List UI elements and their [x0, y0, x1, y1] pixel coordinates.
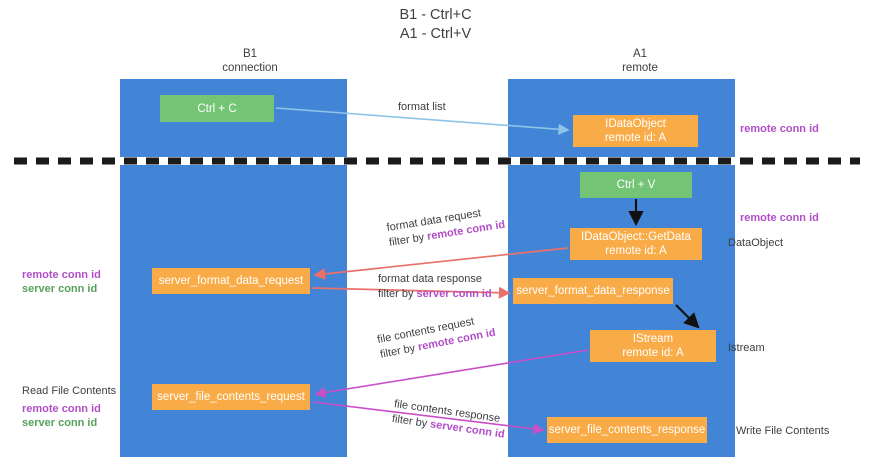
node-server-file-contents-request[interactable]: server_file_contents_request — [152, 384, 310, 410]
annotation-right-remote-conn-id-mid: remote conn id — [740, 212, 819, 224]
annotation-right-write-file-contents: Write File Contents — [736, 425, 830, 437]
annotation-left-server-conn-id-2: server conn id — [22, 417, 98, 429]
annotation-right-istream: Istream — [728, 342, 765, 354]
node-idataobject-getdata[interactable]: IDataObject::GetData remote id: A — [570, 228, 702, 260]
column-header-b1: B1 connection — [222, 48, 278, 74]
page-title: B1 - Ctrl+C A1 - Ctrl+V — [399, 7, 472, 42]
edge-label-file-contents-request: file contents request filter by remote c… — [376, 311, 497, 363]
annotation-left-remote-conn-id: remote conn id — [22, 269, 101, 281]
filter-prefix: filter by — [391, 412, 432, 431]
edge-label-format-data-response: format data response filter by server co… — [378, 272, 492, 302]
annotation-right-remote-conn-id-top: remote conn id — [740, 123, 819, 135]
node-server-format-data-response[interactable]: server_format_data_response — [513, 278, 673, 304]
node-server-file-contents-response[interactable]: server_file_contents_response — [547, 417, 707, 443]
edge-label-format-data-response-line2: filter by server conn id — [378, 287, 492, 302]
edge-label-format-data-request: format data request filter by remote con… — [386, 203, 507, 251]
filter-prefix: filter by — [378, 288, 417, 300]
annotation-right-dataobject: DataObject — [728, 237, 784, 249]
annotation-left-server-conn-id: server conn id — [22, 283, 98, 295]
node-ctrl-v[interactable]: Ctrl + V — [580, 172, 692, 198]
annotation-left-read-file-contents: Read File Contents — [22, 385, 117, 397]
annotation-left-remote-conn-id-2: remote conn id — [22, 403, 101, 415]
edge-label-format-list: format list — [398, 100, 446, 115]
lane-b1-bottom — [120, 165, 347, 457]
node-server-format-data-request[interactable]: server_format_data_request — [152, 268, 310, 294]
node-ctrl-c[interactable]: Ctrl + C — [160, 95, 274, 122]
node-istream[interactable]: IStream remote id: A — [590, 330, 716, 362]
edge-label-format-data-response-line1: format data response — [378, 273, 482, 285]
edge-label-format-list-line1: format list — [398, 101, 446, 113]
filter-key-server-conn-id: server conn id — [416, 288, 492, 300]
edge-label-file-contents-response: file contents response filter by server … — [391, 397, 508, 443]
column-header-a1: A1 remote — [622, 48, 658, 74]
node-idataobject[interactable]: IDataObject remote id: A — [573, 115, 698, 147]
lane-a1-bottom — [508, 165, 735, 457]
